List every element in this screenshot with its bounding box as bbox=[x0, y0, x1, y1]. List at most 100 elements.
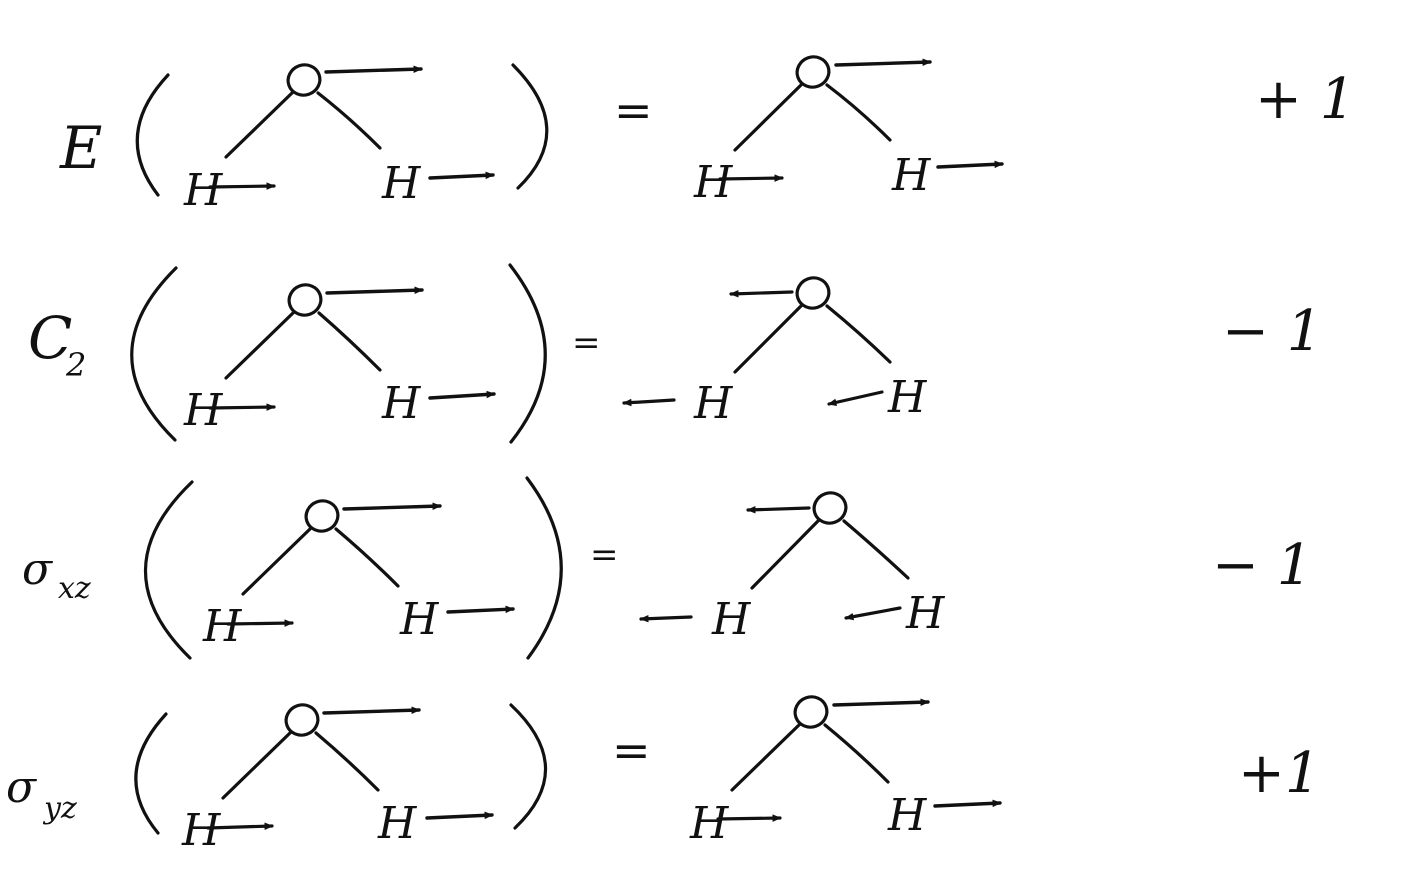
vector-hydrogen-right bbox=[936, 160, 1004, 169]
equals-sign: = bbox=[612, 723, 651, 777]
bond-left bbox=[733, 83, 803, 152]
bond-left bbox=[730, 723, 801, 792]
vector-hydrogen-left bbox=[718, 174, 784, 182]
hydrogen-left: H bbox=[711, 594, 752, 645]
molecule-before: H H bbox=[202, 499, 515, 652]
hydrogen-right: H bbox=[905, 588, 946, 639]
bond-left bbox=[733, 304, 803, 374]
bond-right bbox=[825, 83, 892, 142]
molecule-after: H H bbox=[622, 276, 928, 429]
bond-right bbox=[842, 519, 910, 580]
oxygen-atom bbox=[284, 703, 320, 737]
vector-hydrogen-right bbox=[844, 606, 902, 621]
oxygen-atom bbox=[795, 276, 831, 310]
character-value: +1 bbox=[1238, 741, 1321, 806]
hydrogen-left: H bbox=[183, 165, 224, 216]
operation-subscript: yz bbox=[42, 791, 77, 826]
bond-left bbox=[241, 527, 312, 596]
row-sigma-yz-reflection: σ yz H H = H H +1 bbox=[6, 695, 1321, 856]
molecule-before: H H bbox=[181, 703, 494, 856]
right-parenthesis bbox=[511, 63, 549, 190]
bond-right bbox=[314, 731, 380, 792]
bond-right bbox=[823, 723, 890, 784]
equals-sign: = bbox=[590, 535, 619, 575]
oxygen-atom bbox=[287, 283, 323, 317]
bond-right bbox=[825, 304, 892, 364]
right-parenthesis bbox=[508, 263, 547, 444]
vector-hydrogen-right bbox=[446, 605, 515, 614]
hydrogen-left: H bbox=[202, 601, 243, 652]
vector-hydrogen-right bbox=[428, 171, 495, 180]
hydrogen-left: H bbox=[693, 157, 734, 208]
hydrogen-right: H bbox=[891, 150, 932, 201]
vector-oxygen bbox=[746, 506, 811, 514]
bond-right bbox=[316, 91, 382, 150]
vector-oxygen bbox=[342, 502, 442, 511]
hydrogen-right: H bbox=[381, 378, 422, 429]
equals-sign: = bbox=[572, 323, 601, 363]
hydrogen-right: H bbox=[887, 790, 928, 841]
row-identity: E H H = H H + 1 bbox=[59, 55, 1355, 216]
hydrogen-left: H bbox=[181, 805, 222, 856]
character-value: − 1 bbox=[1222, 299, 1322, 364]
bond-left bbox=[221, 731, 292, 800]
operation-label: C bbox=[28, 304, 72, 372]
left-parenthesis bbox=[143, 480, 194, 660]
vector-oxygen bbox=[324, 65, 423, 74]
bond-left bbox=[224, 91, 294, 159]
vector-hydrogen-left bbox=[716, 814, 782, 822]
right-parenthesis bbox=[509, 703, 548, 830]
vector-hydrogen-right bbox=[933, 799, 1002, 808]
left-parenthesis bbox=[135, 73, 170, 197]
hydrogen-right: H bbox=[377, 798, 418, 849]
equals-sign: = bbox=[614, 83, 653, 137]
vector-hydrogen-left bbox=[208, 403, 276, 411]
right-parenthesis bbox=[525, 476, 563, 660]
vector-oxygen bbox=[832, 698, 930, 707]
vector-hydrogen-right bbox=[827, 390, 884, 407]
hydrogen-right: H bbox=[887, 372, 928, 423]
vector-hydrogen-right bbox=[425, 811, 494, 820]
bond-left bbox=[224, 311, 295, 380]
operation-subscript: 2 bbox=[65, 346, 86, 384]
operation-label: σ bbox=[22, 544, 54, 595]
oxygen-atom bbox=[304, 499, 340, 533]
vector-hydrogen-left bbox=[226, 619, 294, 627]
vector-hydrogen-left bbox=[208, 182, 276, 190]
operation-subscript: xz bbox=[58, 571, 91, 606]
hydrogen-left: H bbox=[183, 385, 224, 436]
left-parenthesis bbox=[130, 266, 178, 442]
operation-label: σ bbox=[6, 762, 38, 813]
molecule-after: H H bbox=[689, 695, 1002, 849]
oxygen-atom bbox=[812, 491, 848, 525]
row-sigma-xz-reflection: σ xz H H = H H − 1 bbox=[22, 476, 1312, 660]
molecule-before: H H bbox=[183, 63, 495, 216]
row-c2-rotation: C 2 H H = H H − 1 bbox=[28, 263, 1322, 444]
vector-oxygen bbox=[834, 58, 932, 67]
vector-oxygen bbox=[325, 286, 424, 295]
left-parenthesis bbox=[134, 712, 168, 835]
operation-label: E bbox=[59, 114, 102, 182]
vector-hydrogen-right bbox=[428, 390, 496, 400]
hydrogen-left: H bbox=[689, 798, 730, 849]
vector-oxygen bbox=[729, 290, 794, 298]
hydrogen-right: H bbox=[399, 594, 440, 645]
vector-hydrogen-left bbox=[622, 398, 676, 407]
oxygen-atom bbox=[793, 695, 829, 729]
molecule-before: H H bbox=[183, 283, 496, 436]
vector-hydrogen-left bbox=[639, 614, 693, 623]
molecule-after: H H bbox=[693, 55, 1004, 208]
bond-right bbox=[334, 527, 400, 588]
bond-left bbox=[750, 519, 820, 590]
oxygen-atom bbox=[286, 63, 322, 97]
molecule-after: H H bbox=[639, 491, 946, 645]
vector-oxygen bbox=[322, 706, 421, 715]
hydrogen-right: H bbox=[381, 158, 422, 209]
vector-hydrogen-left bbox=[206, 822, 274, 830]
bond-right bbox=[317, 311, 382, 372]
oxygen-atom bbox=[795, 55, 831, 89]
character-value: + 1 bbox=[1255, 67, 1355, 132]
hydrogen-left: H bbox=[693, 378, 734, 429]
character-value: − 1 bbox=[1212, 533, 1312, 598]
